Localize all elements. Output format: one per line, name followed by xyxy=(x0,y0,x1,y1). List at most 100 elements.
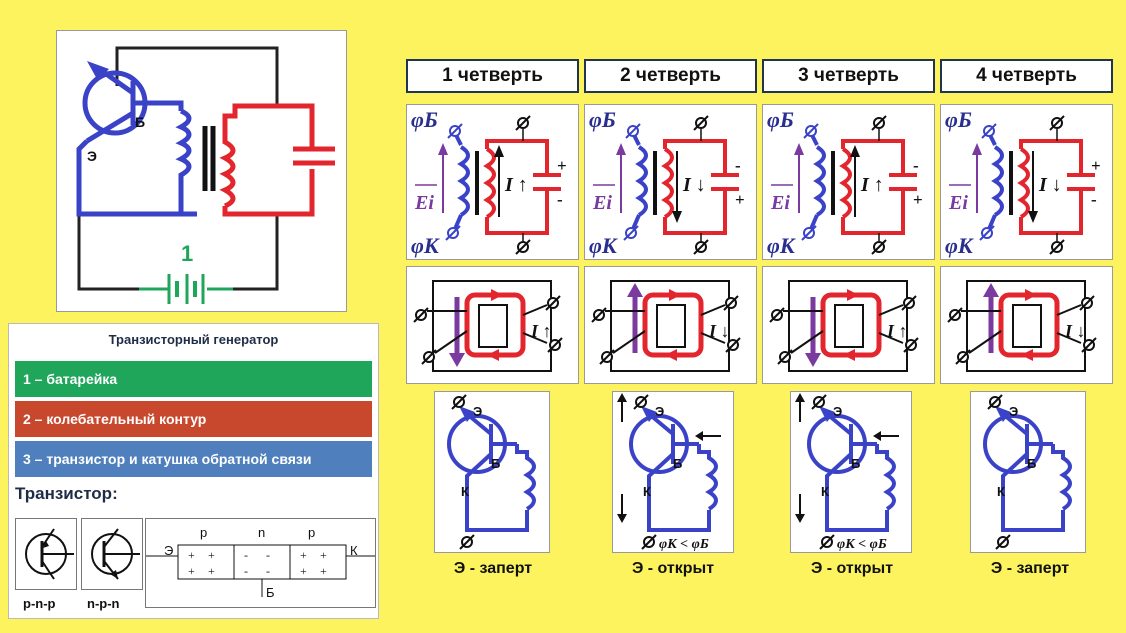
current-label: I ↓ xyxy=(708,321,730,341)
collector-label: К xyxy=(643,484,651,499)
emitter-label: Э xyxy=(1009,404,1018,419)
main-circuit-panel: 1 Б Э xyxy=(56,30,347,312)
emf-label: Ei xyxy=(414,192,434,214)
region-p2: p xyxy=(308,525,315,540)
base-label: Б xyxy=(1027,456,1036,471)
capacitor-sign-top: + xyxy=(1091,156,1101,175)
flux-arrow-icon xyxy=(449,353,465,367)
quarter-3-status: Э - открыт xyxy=(810,560,894,577)
charge-mark: + xyxy=(188,548,195,562)
feedback-coil-icon xyxy=(515,444,536,511)
charge-marks: ++++++++---- xyxy=(188,548,327,578)
potential-condition: φК < φБ xyxy=(659,537,709,552)
charge-mark: + xyxy=(208,564,215,578)
capacitor-sign-top: - xyxy=(735,156,741,175)
base-current-arrow-icon xyxy=(695,431,703,441)
quarter-2-header: 2 четверть xyxy=(584,59,757,93)
emitter-label: Э xyxy=(655,404,664,419)
junction-base: Б xyxy=(266,585,275,600)
current-label: I ↑ xyxy=(860,174,884,196)
collector-label: К xyxy=(997,484,1005,499)
current-down-arrow-icon xyxy=(1028,211,1038,223)
quarter-1-core: I ↑ xyxy=(406,266,579,384)
transistor-icon xyxy=(76,61,197,217)
capacitor-sign-bottom: - xyxy=(1091,190,1097,209)
battery-icon xyxy=(139,274,233,304)
feedback-coil-icon xyxy=(875,444,896,511)
junction-emitter: Э xyxy=(164,543,173,558)
capacitor-sign-bottom: + xyxy=(913,190,923,209)
legend-item-oscillator: 2 – колебательный контур xyxy=(15,401,372,437)
charge-mark: + xyxy=(320,564,327,578)
base-current-arrow-icon xyxy=(873,431,881,441)
feedback-coil-icon xyxy=(813,145,826,217)
current-label: I ↓ xyxy=(1064,321,1086,341)
collector-label: К xyxy=(461,484,469,499)
emitter-label: Э xyxy=(833,404,842,419)
charge-mark: + xyxy=(188,564,195,578)
capacitor-sign-bottom: + xyxy=(735,190,745,209)
core-icon xyxy=(1012,304,1042,348)
legend-item-battery: 1 – батарейка xyxy=(15,361,372,397)
phi-collector-label: φК xyxy=(411,233,440,258)
core-icon xyxy=(834,304,864,348)
quarter-2-status: Э - открыт xyxy=(631,560,715,577)
quarter-4-core: I ↓ xyxy=(940,266,1113,384)
capacitor-sign-top: + xyxy=(557,156,567,175)
feedback-coil-icon xyxy=(697,444,718,511)
feedback-coil-icon xyxy=(1051,444,1072,511)
current-label: I ↓ xyxy=(682,174,706,196)
pnp-label: p-n-p xyxy=(23,596,56,611)
emf-arrow-icon xyxy=(794,143,804,155)
charge-mark: - xyxy=(244,564,248,578)
main-circuit-diagram: 1 Б Э xyxy=(76,46,335,304)
capacitor-sign-top: - xyxy=(913,156,919,175)
quarter-3-circuit: - + I ↑ φБ φК Ei xyxy=(762,104,935,260)
phi-base-label: φБ xyxy=(945,107,972,132)
charge-mark: + xyxy=(320,548,327,562)
collector-current-arrow-icon xyxy=(795,514,805,523)
core-frame xyxy=(966,280,1086,372)
base-label: Б xyxy=(491,456,500,471)
collector-label: К xyxy=(821,484,829,499)
legend-panel: Транзисторный генератор 1 – батарейка 2 … xyxy=(8,323,379,619)
charge-mark: - xyxy=(244,548,248,562)
emitter-label: Э xyxy=(473,404,482,419)
flux-arrow-icon xyxy=(805,353,821,367)
core-icon xyxy=(656,304,686,348)
current-up-arrow-icon xyxy=(494,145,504,157)
base-label: Б xyxy=(851,456,860,471)
phi-base-label: φБ xyxy=(767,107,794,132)
flux-arrow-icon xyxy=(627,283,643,297)
emf-label: Ei xyxy=(770,192,790,214)
emf-arrow-icon xyxy=(972,143,982,155)
quarter-1-transistor: Э Б К xyxy=(434,391,550,553)
charge-mark: + xyxy=(300,548,307,562)
feedback-coil-icon xyxy=(457,145,470,217)
flux-arrow-icon xyxy=(983,283,999,297)
oscillator-coil-icon xyxy=(483,147,496,219)
npn-symbol xyxy=(81,518,143,590)
charge-mark: + xyxy=(300,564,307,578)
oscillator-coil-icon xyxy=(839,147,852,219)
quarter-3-header: 3 четверть xyxy=(762,59,935,93)
collector-current-arrow-icon xyxy=(617,514,627,523)
pn-junction-diagram: p n p Э К Б ++++++++---- xyxy=(145,518,376,608)
emf-arrow-icon xyxy=(616,143,626,155)
capacitor-sign-bottom: - xyxy=(557,190,563,209)
current-label: I ↑ xyxy=(504,174,528,196)
phi-collector-label: φК xyxy=(767,233,796,258)
emitter-label: Э xyxy=(87,148,97,164)
legend-title: Транзисторный генератор xyxy=(108,332,279,347)
transistor-title: Транзистор: xyxy=(15,484,118,503)
pnp-transistor-icon xyxy=(25,528,74,580)
current-label: I ↑ xyxy=(886,321,908,341)
quarter-3-core: I ↑ xyxy=(762,266,935,384)
phi-collector-label: φК xyxy=(589,233,618,258)
oscillator-coil-icon xyxy=(1017,147,1030,219)
phi-base-label: φБ xyxy=(589,107,616,132)
